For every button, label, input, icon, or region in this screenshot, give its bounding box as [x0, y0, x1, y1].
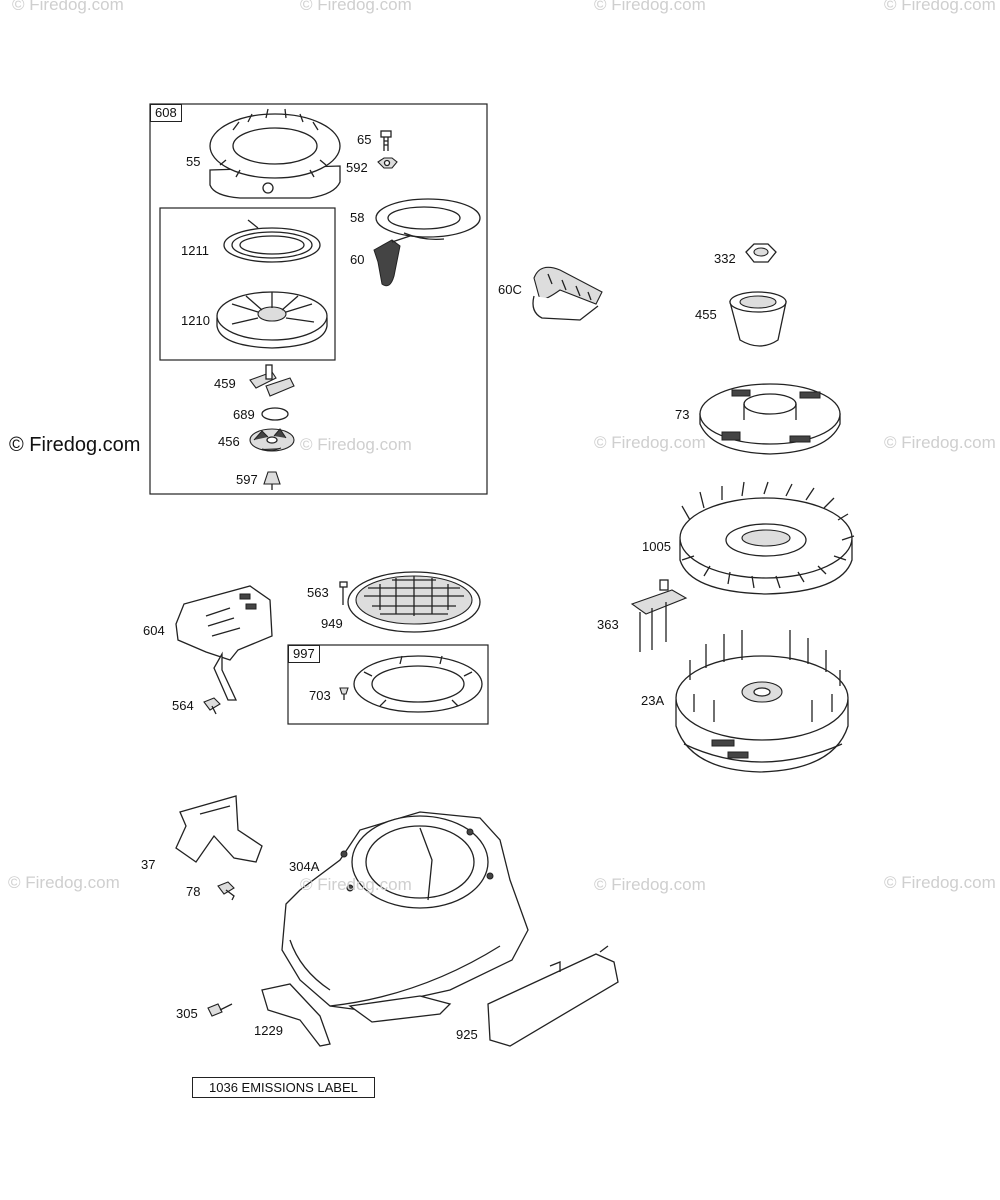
- watermark: © Firedog.com: [594, 0, 706, 14]
- part-label: 60C: [498, 282, 522, 297]
- watermark: © Firedog.com: [884, 873, 996, 892]
- flywheel-nut: [745, 243, 777, 263]
- retainer-ring: [261, 407, 289, 421]
- flywheel-screen: [699, 383, 841, 455]
- center-screw: [263, 471, 281, 490]
- group-label-997: 997: [288, 645, 320, 663]
- watermark: © Firedog.com: [594, 875, 706, 894]
- part-label: 23A: [641, 693, 665, 708]
- ratchet-retainer: [249, 428, 295, 452]
- cooling-fan: [679, 481, 855, 595]
- part-label: 604: [143, 623, 165, 638]
- part-label: 456: [218, 434, 240, 449]
- part-label: 564: [172, 698, 194, 713]
- watermark: © Firedog.com: [300, 0, 412, 14]
- part-label: 58: [350, 210, 365, 225]
- starter-handle: [373, 235, 411, 287]
- watermark: © Firedog.com: [884, 0, 996, 14]
- part-label: 592: [346, 160, 368, 175]
- part-label: 65: [357, 132, 372, 147]
- starter-dogs: [249, 364, 295, 397]
- watermark: © Firedog.com: [300, 875, 412, 894]
- part-label: 332: [714, 251, 736, 266]
- side-cover: [487, 945, 619, 1047]
- bolt-65: [380, 130, 392, 151]
- rewind-spring: [223, 219, 321, 263]
- bolt-305: [207, 1003, 233, 1017]
- debris-screen: [347, 571, 481, 633]
- plate-1229: [261, 983, 452, 1047]
- nut-592: [377, 157, 398, 169]
- blower-housing: [281, 811, 529, 1011]
- watermark: © Firedog.com: [594, 433, 706, 452]
- part-label: 55: [186, 154, 201, 169]
- part-label: 60: [350, 252, 365, 267]
- group-608-box: [149, 103, 488, 495]
- starter-cup: [729, 291, 787, 347]
- shield-ring-703: [353, 655, 483, 713]
- part-label: 305: [176, 1006, 198, 1021]
- part-label: 949: [321, 616, 343, 631]
- part-label: 78: [186, 884, 201, 899]
- handle-60c: [532, 266, 603, 321]
- watermark: © Firedog.com: [884, 433, 996, 452]
- part-label: 37: [141, 857, 156, 872]
- screw-563: [339, 581, 348, 605]
- air-baffle: [175, 795, 263, 863]
- part-label: 1211: [181, 243, 209, 258]
- part-label: 73: [675, 407, 690, 422]
- part-label: 689: [233, 407, 255, 422]
- rewind-housing: [209, 108, 341, 199]
- part-label: 455: [695, 307, 717, 322]
- part-label: 563: [307, 585, 329, 600]
- part-label: 304A: [289, 859, 320, 874]
- starter-shroud: [175, 585, 273, 701]
- watermark: © Firedog.com: [8, 873, 120, 892]
- screw-703: [339, 687, 349, 700]
- emissions-label-box: 1036 EMISSIONS LABEL: [192, 1077, 375, 1098]
- starter-rope: [375, 198, 481, 241]
- group-997-box: [287, 644, 489, 725]
- watermark: © Firedog.com: [12, 0, 124, 14]
- part-label: 459: [214, 376, 236, 391]
- rewind-pulley: [216, 291, 328, 349]
- group-label-608: 608: [150, 104, 182, 122]
- part-label: 597: [236, 472, 258, 487]
- part-label: 703: [309, 688, 331, 703]
- screw-564: [203, 697, 221, 715]
- watermark-primary: © Firedog.com: [9, 434, 141, 456]
- part-label: 1210: [181, 313, 210, 328]
- flywheel: [675, 630, 849, 773]
- bolt-78: [217, 881, 235, 901]
- group-recoil-sub-box: [159, 207, 336, 361]
- part-label: 1005: [642, 539, 671, 554]
- part-label: 925: [456, 1027, 478, 1042]
- ignition-armature: [630, 579, 688, 652]
- part-label: 1229: [254, 1023, 283, 1038]
- part-label: 363: [597, 617, 619, 632]
- watermark: © Firedog.com: [300, 435, 412, 454]
